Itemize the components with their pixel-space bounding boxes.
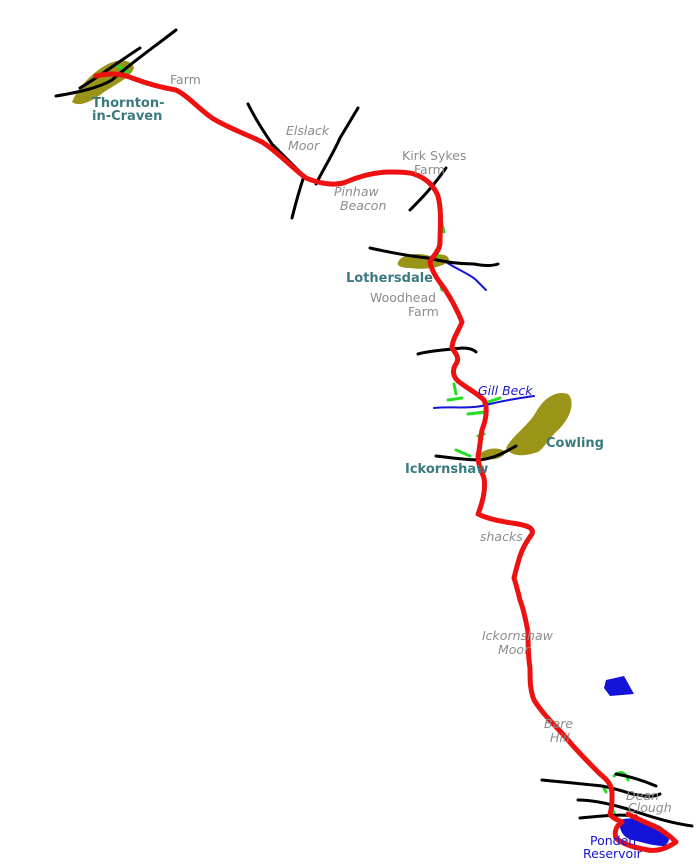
label-woodhead-2: Farm <box>408 304 439 319</box>
label-elslack-2: Moor <box>288 138 320 153</box>
settlement-lothersdale <box>397 254 449 269</box>
settlement-ickornshaw <box>478 448 506 460</box>
settlements <box>72 60 572 460</box>
label-ickornshaw-moor-1: Ickornshaw <box>482 628 554 643</box>
label-kirk-sykes-1: Kirk Sykes <box>402 148 466 163</box>
label-ponden-1: Ponden <box>590 833 636 848</box>
label-pinhaw-2: Beacon <box>340 198 386 213</box>
label-farm-top: Farm <box>170 72 201 87</box>
label-ickornshaw-moor-2: Moor <box>498 642 530 657</box>
label-kirk-sykes-2: Farm <box>414 162 445 177</box>
label-gill-beck: Gill Beck <box>478 383 533 398</box>
settlement-cowling <box>506 392 572 456</box>
settlement-thornton <box>72 60 134 105</box>
label-dean-clough-2: Clough <box>628 800 672 815</box>
label-cowling: Cowling <box>546 436 604 451</box>
label-pinhaw-1: Pinhaw <box>334 184 380 199</box>
label-ickornshaw: Ickornshaw <box>405 462 488 477</box>
roads <box>54 28 694 828</box>
map-labels: Thornton- in-Craven Farm Elslack Moor Ki… <box>92 72 672 861</box>
label-elslack-1: Elslack <box>286 123 330 138</box>
water-pond-east <box>604 676 634 696</box>
label-lothersdale: Lothersdale <box>346 271 433 286</box>
label-ponden-2: Reservoir <box>583 846 643 861</box>
streams <box>433 261 535 409</box>
label-bare-hill-1: Bare <box>544 716 573 731</box>
label-woodhead-1: Woodhead <box>370 290 436 305</box>
label-bare-hill-2: Hill <box>550 730 570 745</box>
label-thornton-2: in-Craven <box>92 109 162 124</box>
walking-route <box>93 71 679 853</box>
label-thornton-1: Thornton- <box>92 96 165 111</box>
label-shacks: shacks <box>480 529 523 544</box>
label-dean-clough-1: Dean <box>626 788 659 803</box>
